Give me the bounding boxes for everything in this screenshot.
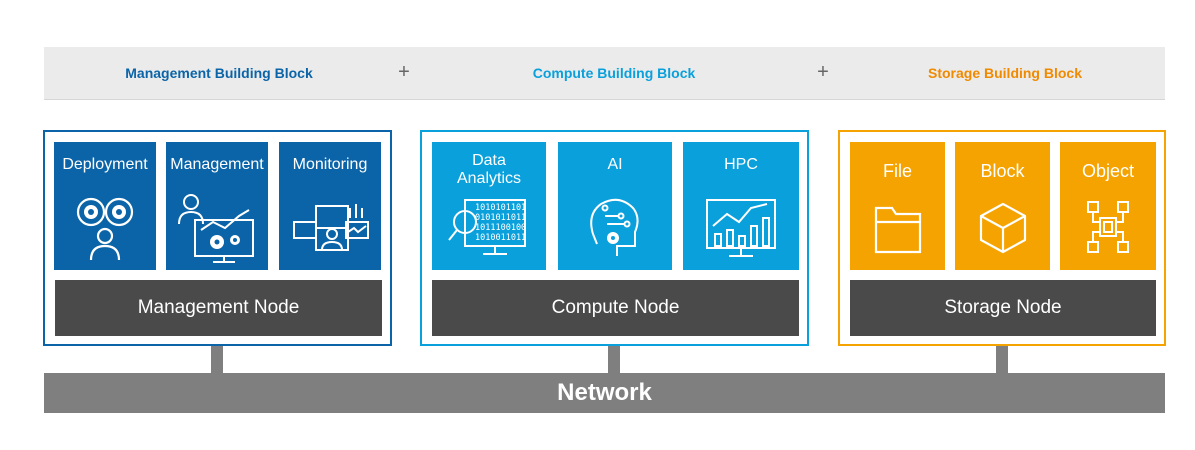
object-nodes-icon xyxy=(1087,201,1129,253)
tile-label: Deployment xyxy=(62,156,148,173)
tile-management: Management xyxy=(166,142,268,270)
tile-label: Management xyxy=(170,156,264,173)
compute-node: Compute Node xyxy=(432,280,799,336)
cube-icon xyxy=(979,202,1026,254)
tile-label: Data Analytics xyxy=(456,152,522,187)
storage-node: Storage Node xyxy=(850,280,1156,336)
binary-line: 1011100100 xyxy=(475,223,526,233)
tile-ai: AI xyxy=(558,142,672,270)
compute-building-block: Data Analytics 1010101101 0101011011 101… xyxy=(420,130,809,346)
tile-label: Monitoring xyxy=(292,156,368,173)
tile-file: File xyxy=(850,142,945,270)
tile-monitoring: Monitoring xyxy=(279,142,381,270)
storage-building-block-title: Storage Building Block xyxy=(927,65,1082,81)
tile-block: Block xyxy=(955,142,1050,270)
folder-icon xyxy=(874,206,921,254)
tile-data-analytics: Data Analytics 1010101101 0101011011 101… xyxy=(432,142,546,270)
building-blocks-header: Management Building Block + Compute Buil… xyxy=(44,47,1165,100)
monitoring-dashboard-icon xyxy=(293,204,369,251)
tile-label: HPC xyxy=(724,156,758,173)
data-analytics-icon: 1010101101 0101011011 1011100100 1010011… xyxy=(448,199,526,255)
tile-object: Object xyxy=(1060,142,1156,270)
management-building-block: Deployment Management xyxy=(43,130,392,346)
deployment-gears-icon xyxy=(76,197,134,261)
management-network-connector xyxy=(211,346,223,374)
compute-network-connector xyxy=(608,346,620,374)
binary-line: 0101011011 xyxy=(475,213,526,223)
tile-label: Block xyxy=(980,161,1025,181)
tile-deployment: Deployment xyxy=(54,142,156,270)
hpc-chart-icon xyxy=(706,199,776,257)
management-building-block-title: Management Building Block xyxy=(125,65,313,81)
tile-label: AI xyxy=(607,156,623,173)
tile-label: File xyxy=(882,161,912,181)
binary-line: 1010011011 xyxy=(475,233,526,243)
compute-building-block-title: Compute Building Block xyxy=(532,65,696,81)
network-bar: Network xyxy=(44,373,1165,413)
storage-network-connector xyxy=(996,346,1008,374)
plus-sign: + xyxy=(398,61,410,83)
management-node: Management Node xyxy=(55,280,382,336)
plus-sign: + xyxy=(817,61,829,83)
tile-label: Object xyxy=(1081,161,1135,181)
tile-hpc: HPC xyxy=(683,142,799,270)
ai-head-icon xyxy=(590,198,639,256)
management-monitor-icon xyxy=(178,194,254,263)
storage-building-block: File Block Object Storage Node xyxy=(838,130,1166,346)
binary-line: 1010101101 xyxy=(475,203,526,213)
